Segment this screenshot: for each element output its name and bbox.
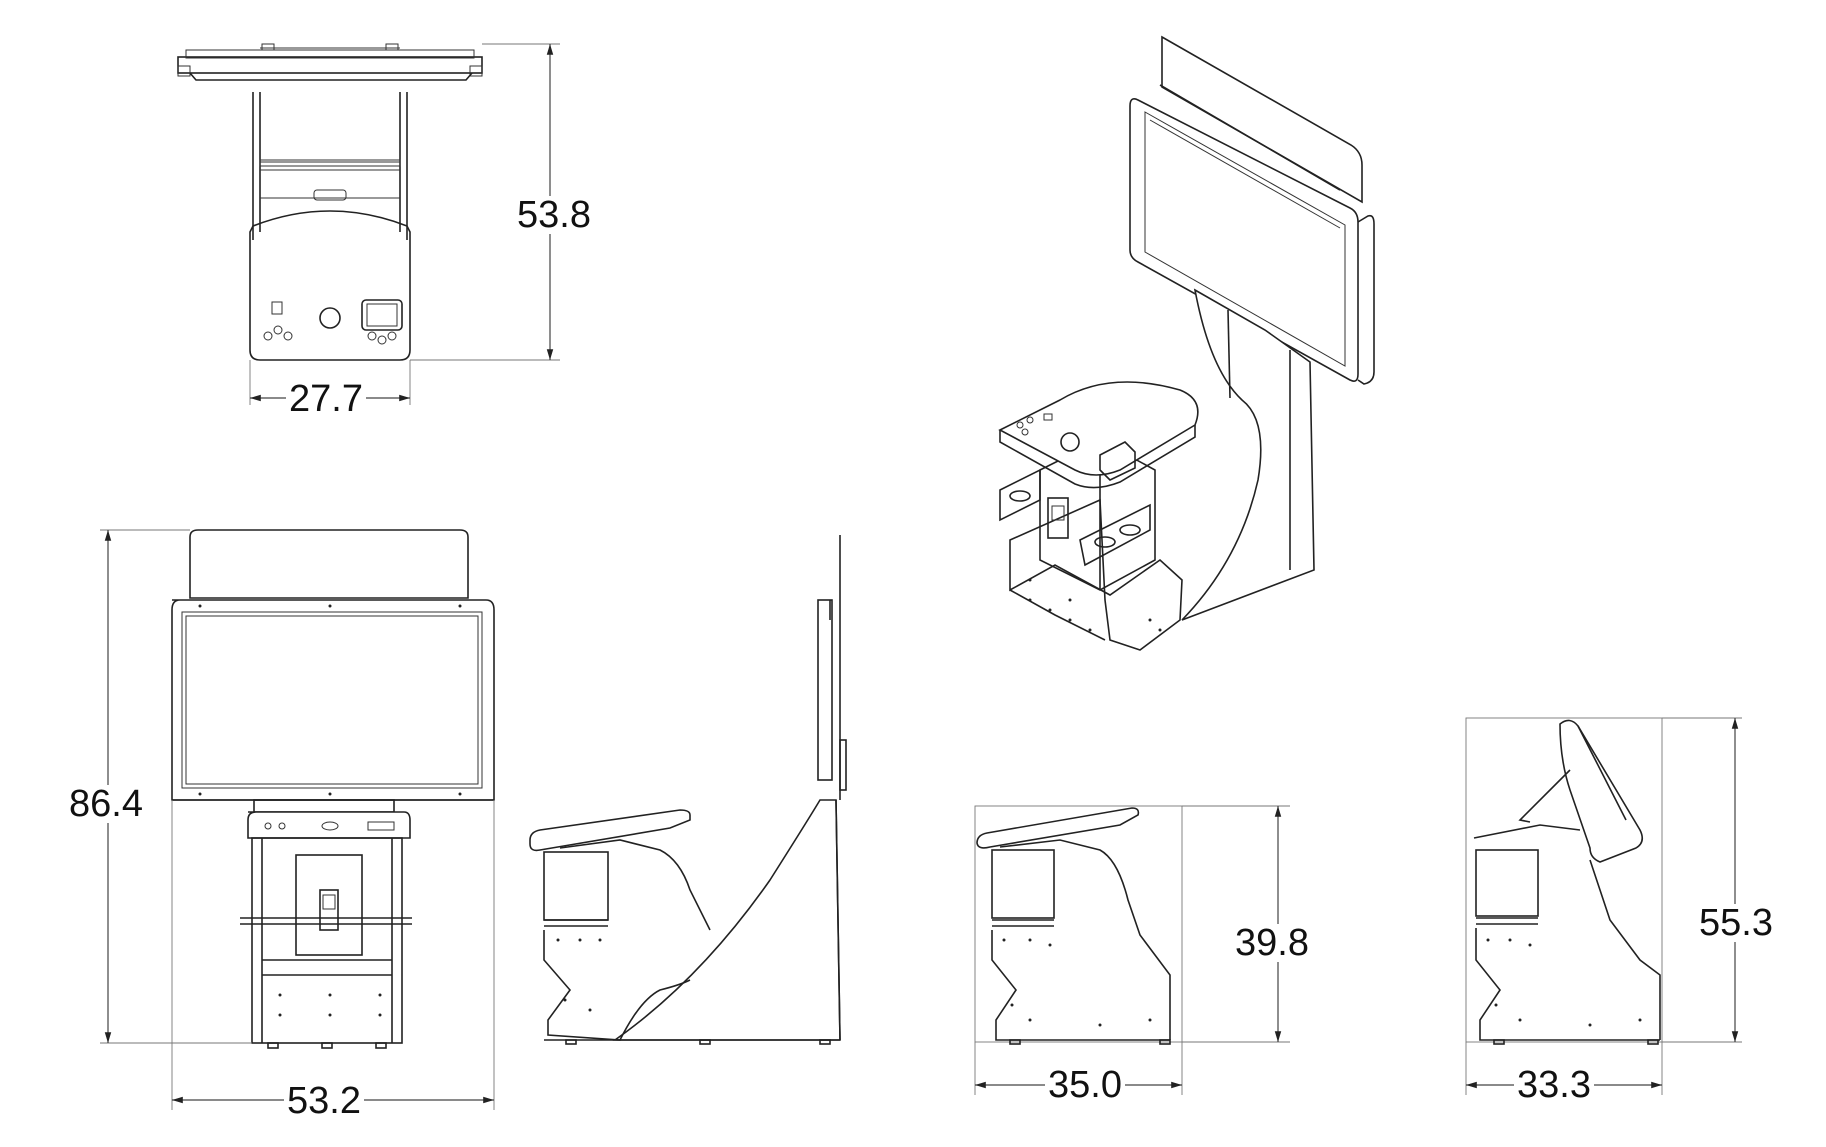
- side-view-full: [529, 535, 847, 1045]
- dim-label-front-full-width: 53.2: [284, 1082, 364, 1120]
- dim-label-side-tilt-height: 55.3: [1696, 904, 1776, 942]
- dim-label-front-top-height: 53.8: [514, 196, 594, 234]
- dim-label-front-full-height: 86.4: [66, 785, 146, 823]
- isometric-view: [998, 35, 1375, 651]
- side-view-tilted: [1465, 717, 1742, 1095]
- front-view-compact: [177, 43, 560, 405]
- front-view-full: [100, 529, 495, 1110]
- dim-label-side-small-width: 35.0: [1045, 1066, 1125, 1104]
- dim-label-side-small-height: 39.8: [1232, 924, 1312, 962]
- dim-label-front-top-width: 27.7: [286, 380, 366, 418]
- dim-label-side-tilt-width: 33.3: [1514, 1066, 1594, 1104]
